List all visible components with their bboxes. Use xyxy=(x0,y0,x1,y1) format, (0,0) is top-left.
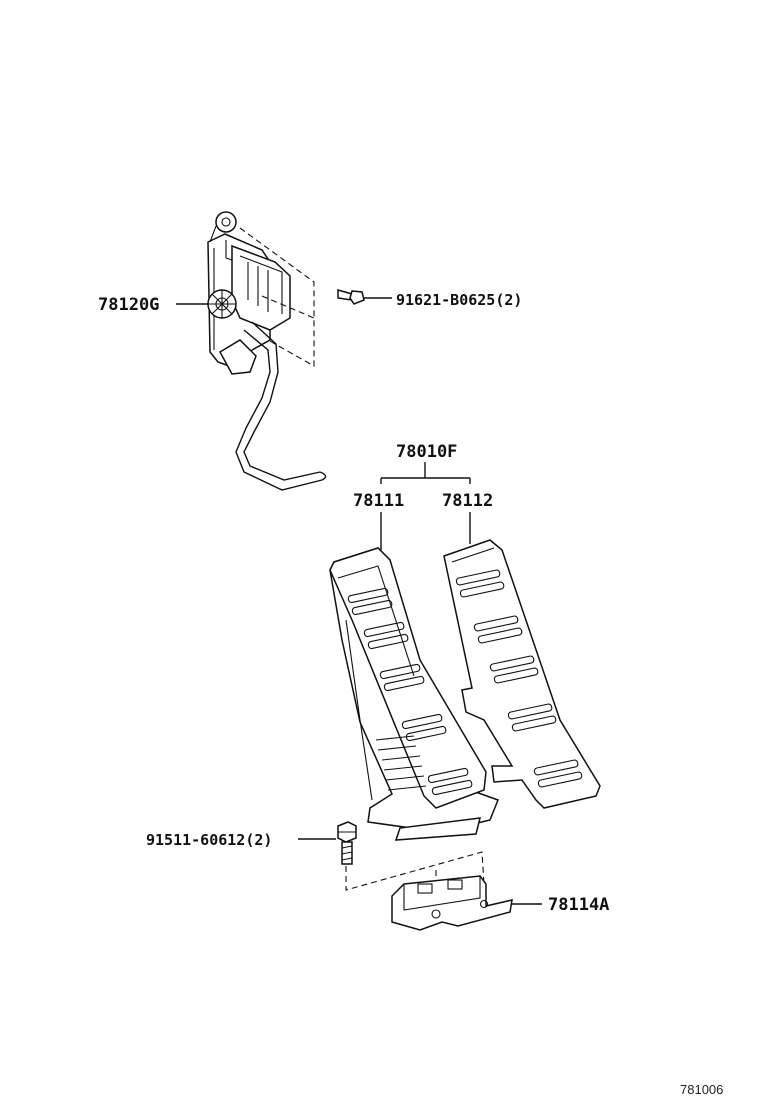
diagram-code: 781006 xyxy=(680,1082,723,1097)
pedal-arm-sensor-assembly xyxy=(207,211,327,491)
label-pedal-pad-right: 78112 xyxy=(442,491,493,511)
label-pedal-pad-left: 78111 xyxy=(353,491,404,511)
pedal-pad-left xyxy=(329,547,499,841)
label-bracket: 78114A xyxy=(548,895,609,915)
sensor-bolt-icon xyxy=(337,289,365,305)
pedal-pad-right xyxy=(443,539,601,809)
label-sensor-assembly: 78120G xyxy=(98,295,159,315)
label-pedal-assembly: 78010F xyxy=(396,442,457,462)
label-bracket-bolt: 91511-60612(2) xyxy=(146,831,272,849)
pedal-bracket xyxy=(391,875,513,931)
label-sensor-bolt: 91621-B0625(2) xyxy=(396,291,522,309)
bracket-bolt-icon xyxy=(337,821,357,865)
